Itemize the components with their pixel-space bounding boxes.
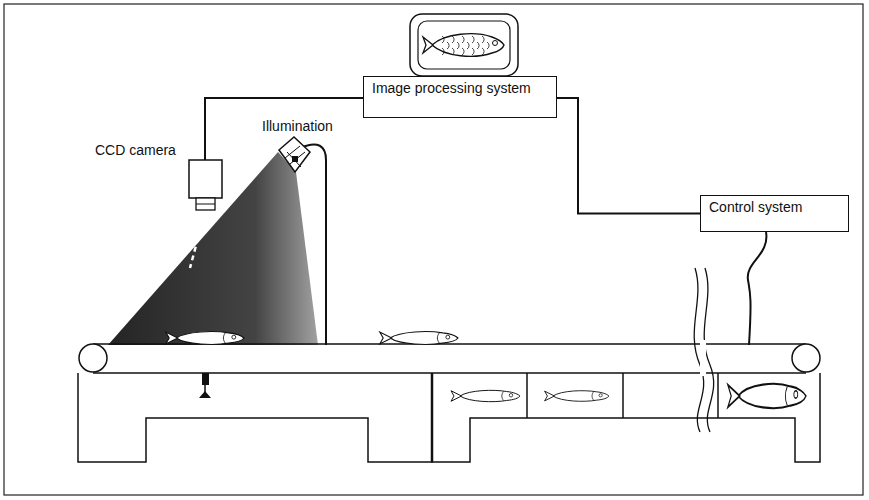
- frame: [4, 4, 863, 495]
- fish: [166, 332, 244, 345]
- fish: [451, 390, 520, 401]
- fish: [728, 384, 806, 408]
- fish: [380, 332, 458, 345]
- box-label: Control system: [709, 199, 840, 215]
- light-beam: [108, 152, 318, 345]
- fish: [545, 391, 609, 402]
- part-label: Illumination: [262, 118, 333, 134]
- process-box: Image processing system: [363, 76, 557, 118]
- sensor: [199, 373, 211, 398]
- box-label: Image processing system: [372, 80, 548, 96]
- control-cable: [748, 232, 767, 345]
- process-box: Control system: [700, 195, 849, 232]
- ccd-camera: [189, 160, 222, 268]
- break-gap: [700, 340, 706, 376]
- monitor: [410, 14, 518, 76]
- part-label: CCD camera: [95, 142, 176, 158]
- illumination-lamp: [279, 137, 326, 345]
- connector-line: [557, 98, 700, 214]
